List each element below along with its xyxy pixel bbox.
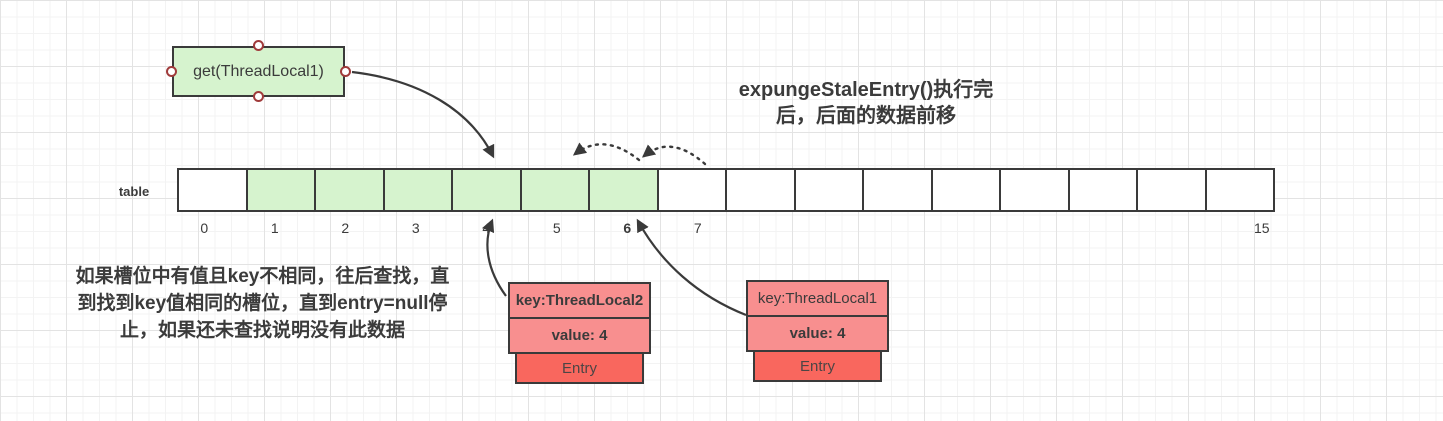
note-line-3: 止，如果还未查找说明没有此数据 <box>119 320 405 341</box>
table-cell[interactable] <box>1136 168 1207 212</box>
get-box-label: get(ThreadLocal1) <box>193 62 324 80</box>
entry-key-label: key:ThreadLocal2 <box>508 282 651 319</box>
table-cell[interactable] <box>930 168 1001 212</box>
index-label: 15 <box>1253 220 1270 236</box>
table-cell[interactable] <box>1204 168 1275 212</box>
index-label <box>1156 220 1227 236</box>
index-labels: 0 1 2 3 4 5 6 7 15 <box>177 220 1305 236</box>
table-cell[interactable] <box>177 168 248 212</box>
table-cell[interactable] <box>451 168 522 212</box>
entry-value-label: value: 4 <box>508 317 651 354</box>
title-text: expungeStaleEntry()执行完 后，后面的数据前移 <box>646 77 1086 129</box>
index-label <box>1086 220 1157 236</box>
note-line-2: 到找到key值相同的槽位，直到entry=null停 <box>77 293 448 314</box>
dotted-arc-slot7-to-slot6 <box>641 144 707 166</box>
entry-bar: Entry <box>515 352 644 384</box>
table-cell[interactable] <box>656 168 727 212</box>
entry-value-label: value: 4 <box>746 315 889 352</box>
index-label <box>804 220 875 236</box>
table-cell[interactable] <box>862 168 933 212</box>
entry-key-label: key:ThreadLocal1 <box>746 280 889 317</box>
index-label: 7 <box>693 220 702 236</box>
arrow-get-to-slot4 <box>351 70 495 159</box>
table-cell[interactable] <box>519 168 590 212</box>
entry-bar: Entry <box>753 350 882 382</box>
table-cell[interactable] <box>1067 168 1138 212</box>
index-label <box>733 220 804 236</box>
index-label <box>874 220 945 236</box>
dotted-arc-slot6-to-slot5 <box>572 142 641 162</box>
index-label: 1 <box>270 220 279 236</box>
entry-card-threadlocal2[interactable]: key:ThreadLocal2 value: 4 Entry <box>508 282 651 384</box>
connector-dot-top[interactable] <box>253 40 264 51</box>
index-label: 2 <box>341 220 350 236</box>
table-cell[interactable] <box>382 168 453 212</box>
connector-dot-right[interactable] <box>340 66 351 77</box>
table-cell[interactable] <box>725 168 796 212</box>
table-cell[interactable] <box>245 168 316 212</box>
note-text: 如果槽位中有值且key不相同，往后查找，直 到找到key值相同的槽位，直到ent… <box>40 263 485 344</box>
table-label: table <box>118 184 150 199</box>
title-line-2: 后，后面的数据前移 <box>776 105 956 127</box>
table-cells <box>177 168 1275 212</box>
index-label <box>1015 220 1086 236</box>
index-label: 5 <box>552 220 561 236</box>
connector-dot-bottom[interactable] <box>253 91 264 102</box>
table-cell[interactable] <box>588 168 659 212</box>
note-line-1: 如果槽位中有值且key不相同，往后查找，直 <box>75 266 450 287</box>
connector-dot-left[interactable] <box>166 66 177 77</box>
table-cell[interactable] <box>793 168 864 212</box>
get-threadlocal-box[interactable]: get(ThreadLocal1) <box>172 46 345 97</box>
index-label: 0 <box>200 220 209 236</box>
index-label <box>945 220 1016 236</box>
table-cell[interactable] <box>314 168 385 212</box>
index-label: 6 <box>623 220 632 236</box>
table-cell[interactable] <box>999 168 1070 212</box>
entry-card-threadlocal1[interactable]: key:ThreadLocal1 value: 4 Entry <box>746 280 889 382</box>
title-line-1: expungeStaleEntry()执行完 <box>738 79 994 101</box>
index-label: 4 <box>482 220 491 236</box>
index-label: 3 <box>411 220 420 236</box>
